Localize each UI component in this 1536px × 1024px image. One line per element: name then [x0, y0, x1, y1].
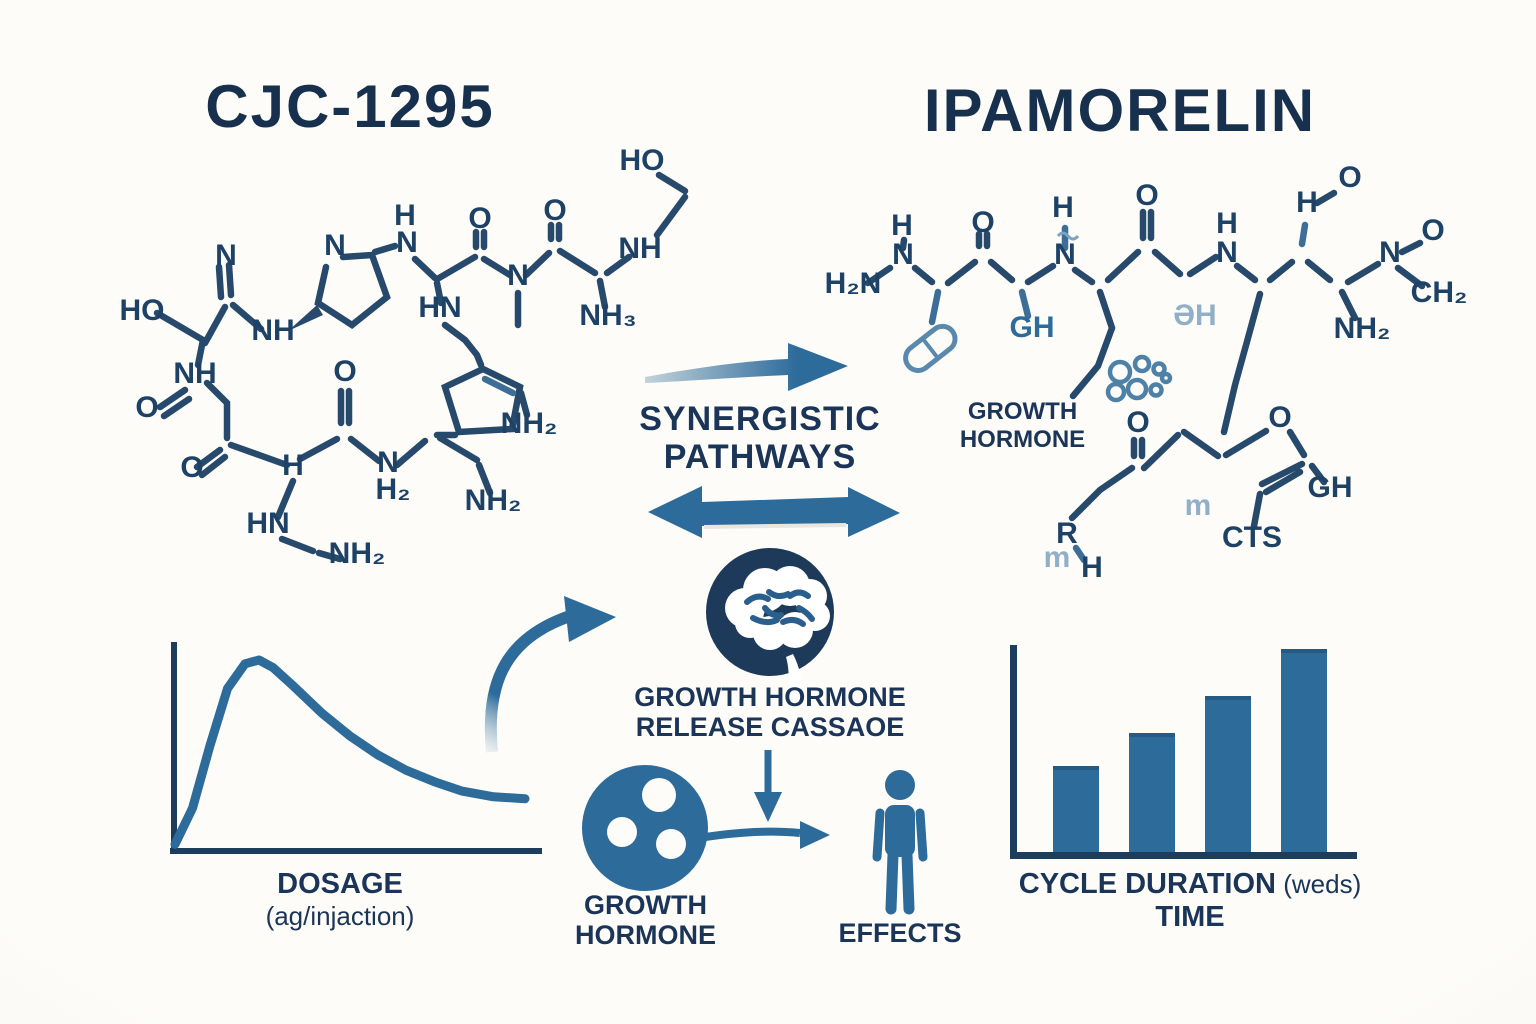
atom-label: HO: [620, 144, 665, 177]
atom-label: H: [282, 449, 304, 482]
dosage-chart: [170, 642, 542, 854]
atom-label: NH₂: [465, 484, 522, 517]
atom-label: NH₂: [329, 537, 386, 570]
atom-label: GH: [1308, 471, 1353, 504]
atom-label: O: [180, 451, 203, 484]
atom-label: HN: [246, 507, 289, 540]
synergistic-pathways-label: SYNERGISTIC PATHWAYS: [639, 400, 881, 476]
atom-label: NH₃: [579, 299, 636, 332]
dosage-label: DOSAGE (ag/injaction): [265, 868, 415, 931]
atom-label: O: [971, 206, 994, 239]
atom-label: O: [468, 202, 491, 235]
atom-label: H: [891, 209, 913, 242]
cycle-duration-label: CYCLE DURATION (weds) TIME: [1018, 868, 1362, 933]
right-structure-growth-hormone-label: GROWTH HORMONE: [959, 398, 1086, 453]
capsule-icon: [903, 323, 958, 373]
atom-label: ƏH: [1173, 299, 1216, 332]
double-arrow-icon: [648, 486, 900, 538]
left-title: CJC-1295: [205, 73, 495, 140]
atom-label: m: [1185, 489, 1212, 522]
atom-label: N: [396, 226, 418, 259]
atom-label: CTS: [1222, 521, 1282, 554]
atom-label: H: [1081, 551, 1103, 584]
atom-label: N: [892, 238, 914, 271]
cycle-bar: [1205, 696, 1251, 852]
right-arrow-icon: [645, 343, 848, 391]
atom-label: O: [1421, 214, 1444, 247]
atom-label: HN: [418, 291, 461, 324]
dosage-axes: [170, 642, 542, 854]
atom-label: O: [1268, 401, 1291, 434]
pituitary-drip: [786, 654, 802, 699]
atom-label: O: [543, 194, 566, 227]
right-title: IPAMORELIN: [923, 77, 1317, 144]
atom-label: H: [1052, 191, 1074, 224]
atom-label: N: [1216, 236, 1238, 269]
wedge-bond: [288, 305, 323, 331]
atom-label: H: [394, 199, 416, 232]
atom-label: NH₂: [501, 407, 558, 440]
atom-label: m: [1044, 541, 1071, 574]
dosage-curve: [170, 655, 530, 849]
atom-label: O: [1338, 161, 1361, 194]
gh-to-effects-arrow-icon: [704, 821, 830, 849]
atom-label: H₂N: [825, 267, 882, 300]
atom-label: R: [1056, 517, 1078, 550]
atom-label: N: [324, 229, 346, 262]
cascade-label: GROWTH HORMONE RELEASE CASSAOE: [634, 682, 906, 742]
cycle-bar: [1129, 733, 1175, 852]
atom-label: O: [1126, 406, 1149, 439]
atom-label: NH: [618, 232, 661, 265]
atom-label: HO: [120, 294, 165, 327]
atom-label: GH: [1010, 311, 1055, 344]
curved-arrow-icon: [484, 596, 616, 753]
atom-label: N: [507, 259, 529, 292]
growth-hormone-label: GROWTH HORMONE: [575, 890, 716, 950]
atom-label: O: [333, 355, 356, 388]
atom-label: O: [135, 391, 158, 424]
atom-label: O: [1135, 179, 1158, 212]
cycle-bar: [1053, 766, 1099, 852]
atom-label: H₂: [376, 473, 411, 506]
growth-hormone-icon: [582, 765, 708, 891]
atom-label: H: [1216, 207, 1238, 240]
bond-lines: [864, 189, 1426, 564]
atom-label: NH: [251, 314, 294, 347]
brain-icon: [706, 548, 834, 699]
atom-label: N: [215, 239, 237, 272]
cycle-bar: [1281, 649, 1327, 852]
effects-label: EFFECTS: [838, 918, 962, 948]
atom-label: N: [1379, 236, 1401, 269]
atom-label: NH₂: [1334, 312, 1391, 345]
atom-label: NH: [173, 357, 216, 390]
squiggle-mark: [1056, 231, 1080, 241]
bubbles-icon: [1105, 354, 1173, 403]
person-icon: [872, 770, 928, 915]
atom-label: CH₂: [1411, 276, 1468, 309]
atom-label: H: [1296, 186, 1318, 219]
cycle-duration-chart: [1010, 645, 1357, 859]
atom-label: N: [377, 446, 399, 479]
atom-label: N: [1054, 238, 1076, 271]
bond-lines: [153, 171, 689, 563]
down-arrow-icon: [754, 750, 782, 822]
cycle-bars: [1017, 645, 1357, 852]
